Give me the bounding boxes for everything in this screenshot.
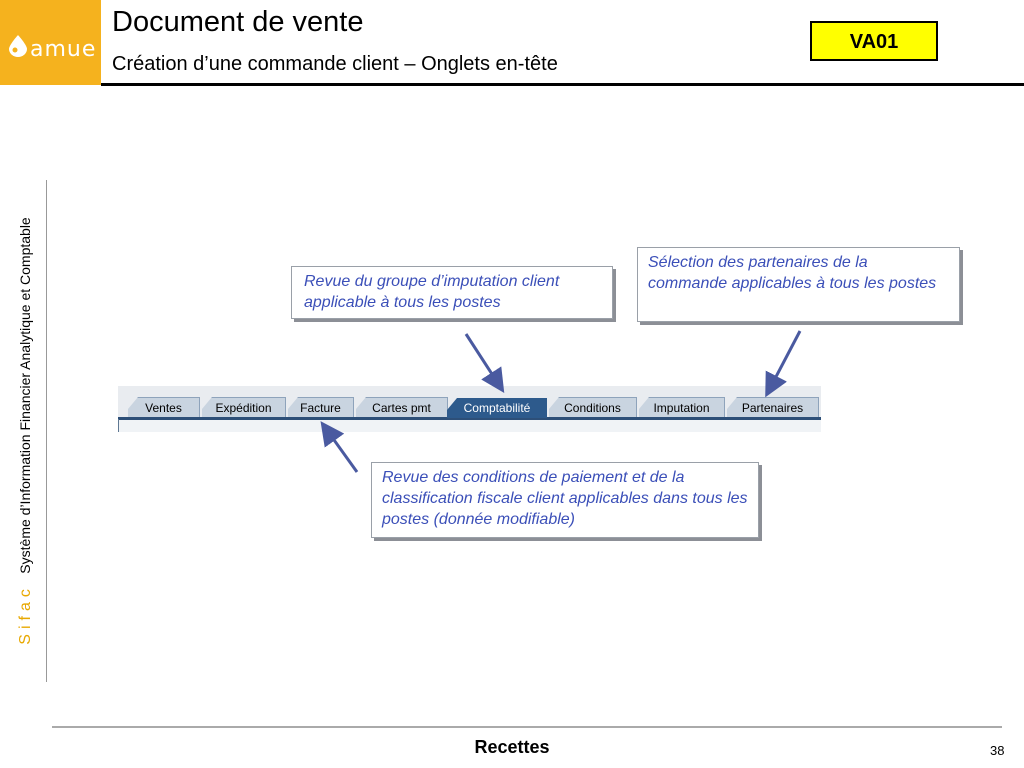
tab-cartes-pmt[interactable]: Cartes pmt — [356, 397, 448, 417]
side-divider — [46, 180, 47, 682]
transaction-code-badge: VA01 — [810, 21, 938, 61]
callout-partenaires: Sélection des partenaires de la commande… — [637, 247, 960, 322]
side-band-text: Système d’Information Financier Analytiq… — [17, 217, 33, 574]
page-subtitle: Création d’une commande client – Onglets… — [112, 53, 558, 75]
callout-imputation: Revue du groupe d’imputation client appl… — [291, 266, 613, 319]
sifac-brand: Sifac — [17, 584, 34, 645]
side-band: Sifac Système d’Information Financier An… — [17, 181, 37, 681]
drop-icon — [9, 35, 27, 57]
page-title: Document de vente — [112, 6, 364, 38]
footer-title: Recettes — [474, 737, 550, 757]
tab-baseline — [118, 417, 821, 420]
callout-conditions: Revue des conditions de paiement et de l… — [371, 462, 759, 538]
logo-text: amue — [30, 37, 97, 62]
tab-ventes[interactable]: Ventes — [128, 397, 200, 417]
tab-expedition[interactable]: Expédition — [202, 397, 286, 417]
arrow-to-partenaires — [765, 330, 802, 398]
tab-facture[interactable]: Facture — [288, 397, 354, 417]
tab-comptabilite[interactable]: Comptabilité — [447, 398, 547, 418]
tab-content-area — [118, 420, 821, 432]
footer-divider — [52, 726, 1002, 728]
tab-partenaires[interactable]: Partenaires — [727, 397, 819, 417]
page-number: 38 — [990, 743, 1005, 758]
arrow-to-facture — [320, 421, 359, 473]
tab-left-edge — [118, 419, 119, 432]
arrow-to-comptabilite — [464, 333, 505, 394]
tab-imputation[interactable]: Imputation — [639, 397, 725, 417]
amue-logo: amue — [0, 0, 101, 85]
tab-conditions[interactable]: Conditions — [549, 397, 637, 417]
header-divider — [101, 83, 1024, 86]
